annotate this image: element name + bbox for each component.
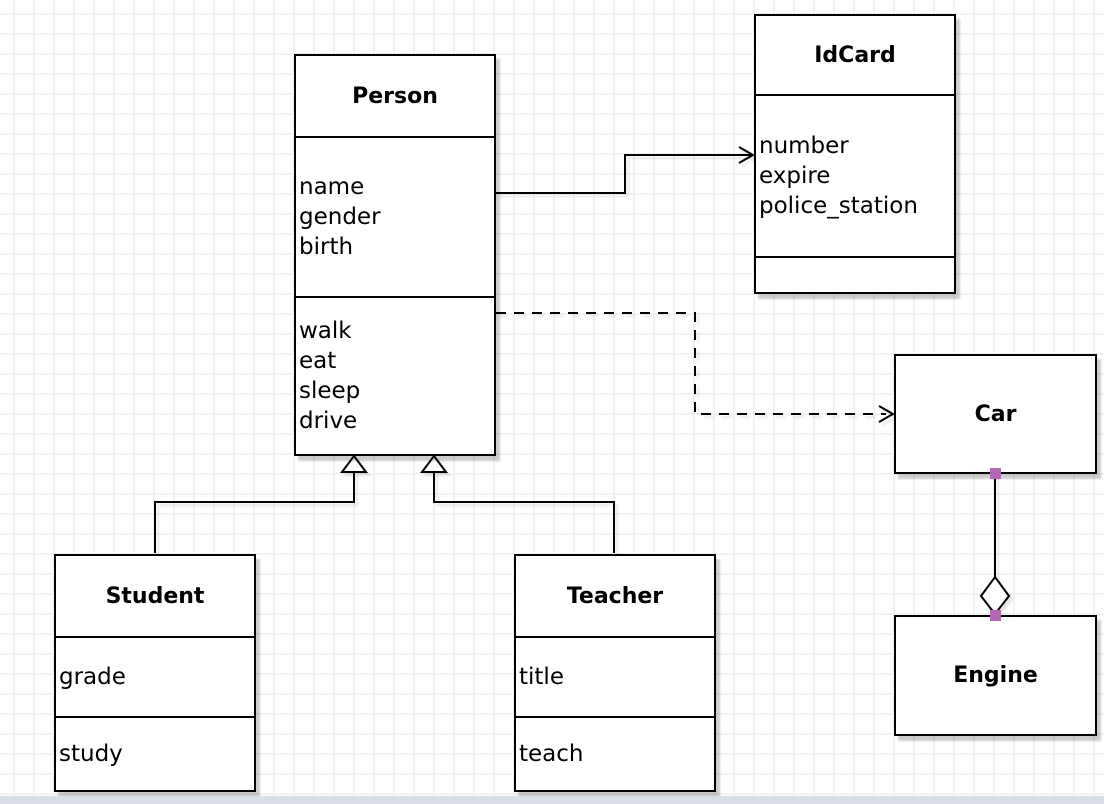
class-student-attributes: grade	[56, 636, 254, 716]
edge-association-person-idcard[interactable]	[496, 146, 756, 194]
edge-aggregation-car-engine[interactable]	[979, 473, 1011, 616]
hollow-triangle-icon	[340, 454, 368, 473]
connection-handle-engine-top[interactable]	[990, 610, 1001, 621]
class-teacher-title: Teacher	[566, 583, 664, 609]
class-car-title: Car	[974, 401, 1017, 427]
edge-generalization-teacher-person[interactable]	[420, 454, 615, 553]
open-arrowhead-icon	[878, 405, 896, 423]
class-idcard[interactable]: IdCard number expire police_station	[754, 14, 956, 294]
hollow-triangle-icon	[420, 454, 448, 473]
edge-dependency-person-car[interactable]	[496, 312, 896, 423]
class-teacher-attributes: title	[516, 636, 714, 716]
connection-handle-car-bottom[interactable]	[990, 468, 1001, 479]
edge-generalization-student-person[interactable]	[154, 454, 368, 553]
class-teacher-methods: teach	[516, 716, 714, 790]
canvas-bottom-edge	[0, 796, 1104, 804]
class-student-methods: study	[56, 716, 254, 790]
class-car[interactable]: Car	[894, 354, 1097, 474]
class-idcard-title: IdCard	[814, 42, 896, 68]
hollow-diamond-icon	[979, 575, 1011, 616]
class-person-attributes: name gender birth	[296, 136, 494, 296]
class-teacher[interactable]: Teacher title teach	[514, 554, 716, 792]
class-person-title: Person	[352, 83, 438, 109]
class-person[interactable]: Person name gender birth walk eat sleep …	[294, 54, 496, 456]
class-student[interactable]: Student grade study	[54, 554, 256, 792]
class-engine-title: Engine	[953, 663, 1038, 688]
class-person-methods: walk eat sleep drive	[296, 296, 494, 454]
open-arrowhead-icon	[738, 146, 756, 164]
class-engine[interactable]: Engine	[894, 615, 1097, 736]
class-student-title: Student	[105, 583, 205, 609]
class-idcard-attributes: number expire police_station	[756, 94, 954, 256]
class-idcard-methods	[756, 256, 954, 292]
